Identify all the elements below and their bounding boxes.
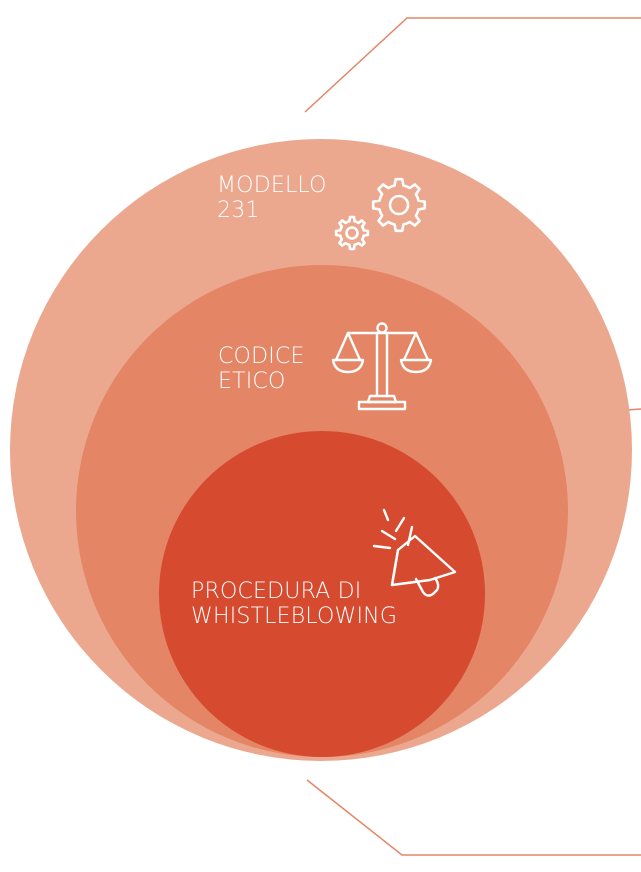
sound-line-5 bbox=[382, 508, 390, 522]
sound-line-3 bbox=[380, 529, 397, 541]
sound-line-4 bbox=[372, 544, 392, 550]
scales-pillar bbox=[375, 331, 389, 398]
inner-circle-whistleblowing bbox=[159, 431, 485, 757]
codice-label-line-2: ETICO bbox=[218, 368, 286, 394]
megaphone-rim bbox=[390, 548, 400, 587]
modello-label-line-2: 231 bbox=[217, 197, 260, 223]
top-connector-line bbox=[304, 17, 641, 113]
modello-231-label: MODELLO 231 bbox=[217, 173, 327, 223]
scales-left-strings bbox=[334, 331, 362, 362]
whistleblowing-label: PROCEDURA DI WHISTLEBLOWING bbox=[191, 579, 398, 629]
gear-small-hub bbox=[345, 226, 359, 240]
sound-line-2 bbox=[394, 516, 406, 533]
gear-large bbox=[371, 177, 427, 233]
codice-etico-label: CODICE ETICO bbox=[218, 344, 305, 394]
gear-large-hub bbox=[388, 194, 410, 216]
gear-small bbox=[334, 215, 370, 251]
gears-icon bbox=[334, 177, 427, 251]
modello-label-line-1: MODELLO bbox=[217, 173, 327, 198]
scales-icon bbox=[331, 322, 433, 411]
whistleblowing-label-line-2: WHISTLEBLOWING bbox=[191, 603, 398, 629]
codice-label-line-1: CODICE bbox=[218, 344, 305, 369]
sound-line-1 bbox=[406, 525, 414, 547]
whistleblowing-label-line-1: PROCEDURA DI bbox=[191, 579, 362, 604]
megaphone-icon bbox=[372, 508, 457, 597]
scales-base bbox=[357, 400, 407, 411]
megaphone-handle bbox=[414, 576, 440, 597]
scales-left-pan bbox=[331, 358, 365, 374]
scales-right-strings bbox=[402, 331, 430, 362]
scales-right-pan bbox=[399, 358, 433, 374]
bottom-connector-line bbox=[306, 779, 641, 856]
